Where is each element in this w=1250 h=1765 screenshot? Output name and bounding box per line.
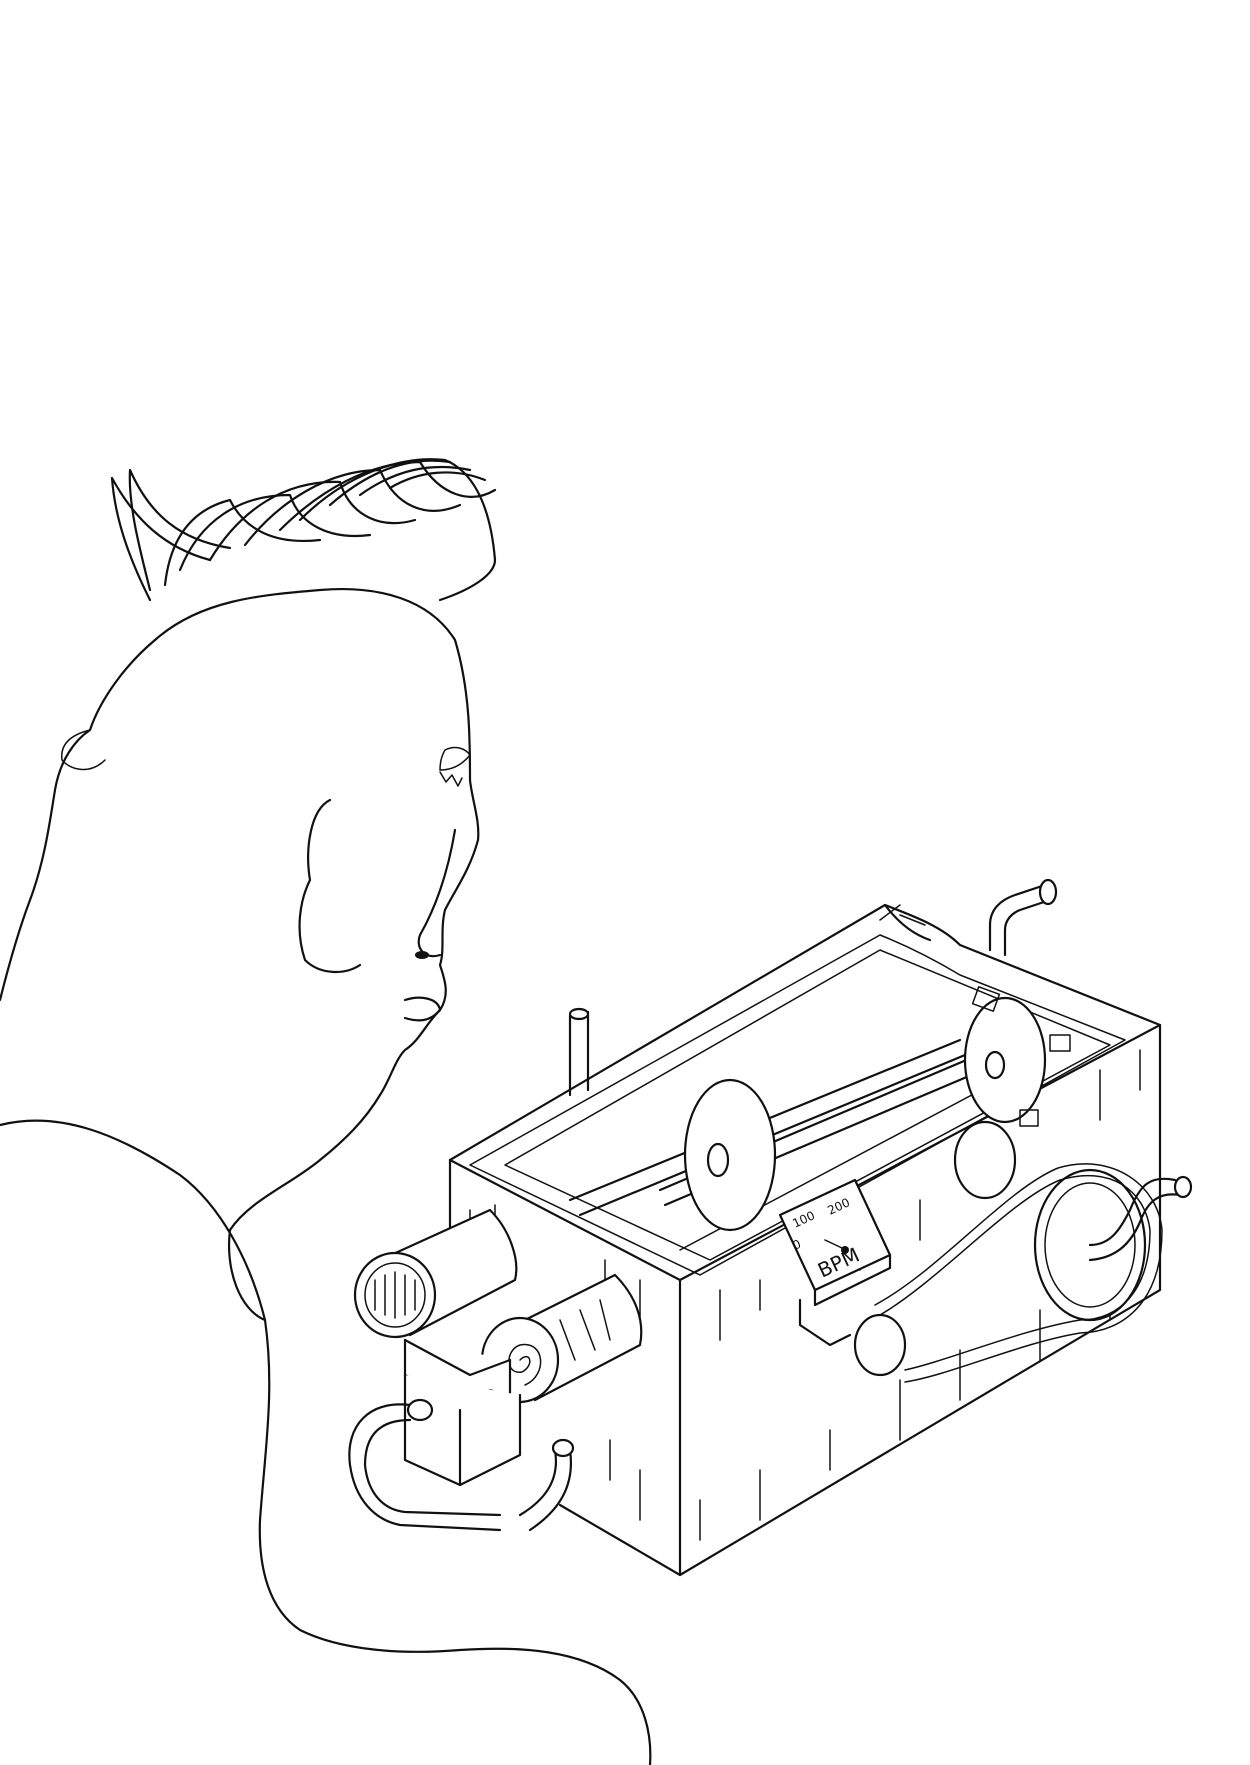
left-disc xyxy=(683,1078,777,1232)
head-outline xyxy=(153,588,480,1232)
shoulder-outline xyxy=(0,1119,652,1765)
left-post xyxy=(568,1010,590,1097)
bpm-gauge: 100 200 0 BPM xyxy=(778,1178,892,1307)
eyepiece-assembly xyxy=(348,1208,643,1532)
nose xyxy=(417,828,457,958)
mouth xyxy=(403,996,442,1022)
left-hose xyxy=(348,1403,502,1532)
eye xyxy=(439,746,471,771)
chain-drive xyxy=(853,1163,1193,1383)
right-disc xyxy=(963,996,1047,1124)
person-figure xyxy=(0,458,652,1765)
small-sprocket xyxy=(853,1313,907,1377)
machine: 100 200 0 BPM xyxy=(348,878,1193,1577)
ear xyxy=(298,798,362,974)
rear-crank-pipe xyxy=(988,883,1052,957)
hair xyxy=(110,458,497,602)
